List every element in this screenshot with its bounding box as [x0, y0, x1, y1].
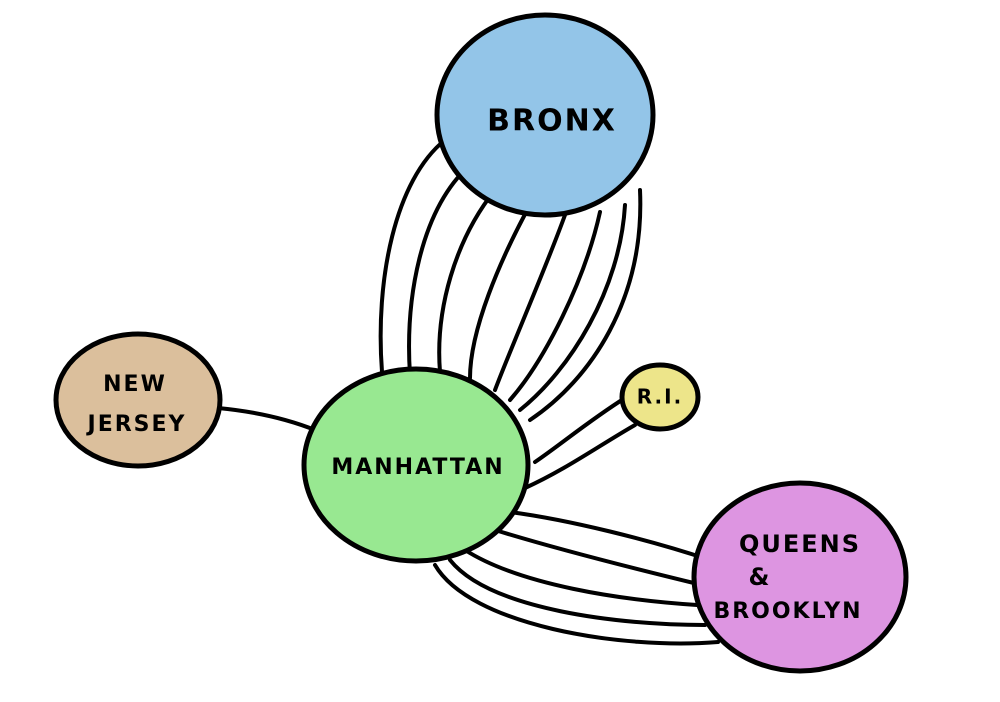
- node-new-jersey[interactable]: NEW JERSEY: [53, 331, 223, 469]
- manhattan-label: MANHATTAN: [331, 455, 504, 480]
- ri-label: R.I.: [637, 385, 683, 409]
- link-ri-manhattan: [523, 396, 637, 490]
- queens-brooklyn-circle: [691, 480, 909, 674]
- new-jersey-label-line2: JERSEY: [86, 412, 187, 437]
- link-bronx-manhattan: [378, 138, 643, 422]
- node-queens-brooklyn[interactable]: QUEENS & BROOKLYN: [691, 480, 909, 674]
- new-jersey-circle: [53, 331, 223, 469]
- node-bronx[interactable]: BRONX: [434, 12, 656, 218]
- queens-label: QUEENS: [739, 530, 861, 558]
- brooklyn-label: BROOKLYN: [713, 599, 862, 624]
- links: [216, 138, 720, 646]
- node-manhattan[interactable]: MANHATTAN: [301, 366, 531, 564]
- ri-circle: [619, 362, 701, 432]
- link-newjersey-manhattan: [216, 406, 317, 432]
- ampersand-label: &: [749, 563, 772, 591]
- bronx-label: BRONX: [487, 104, 617, 139]
- link-queens-manhattan: [433, 510, 720, 646]
- manhattan-circle: [301, 366, 531, 564]
- new-jersey-label-line1: NEW: [103, 372, 167, 397]
- node-ri[interactable]: R.I.: [619, 362, 701, 432]
- bronx-circle: [434, 12, 656, 218]
